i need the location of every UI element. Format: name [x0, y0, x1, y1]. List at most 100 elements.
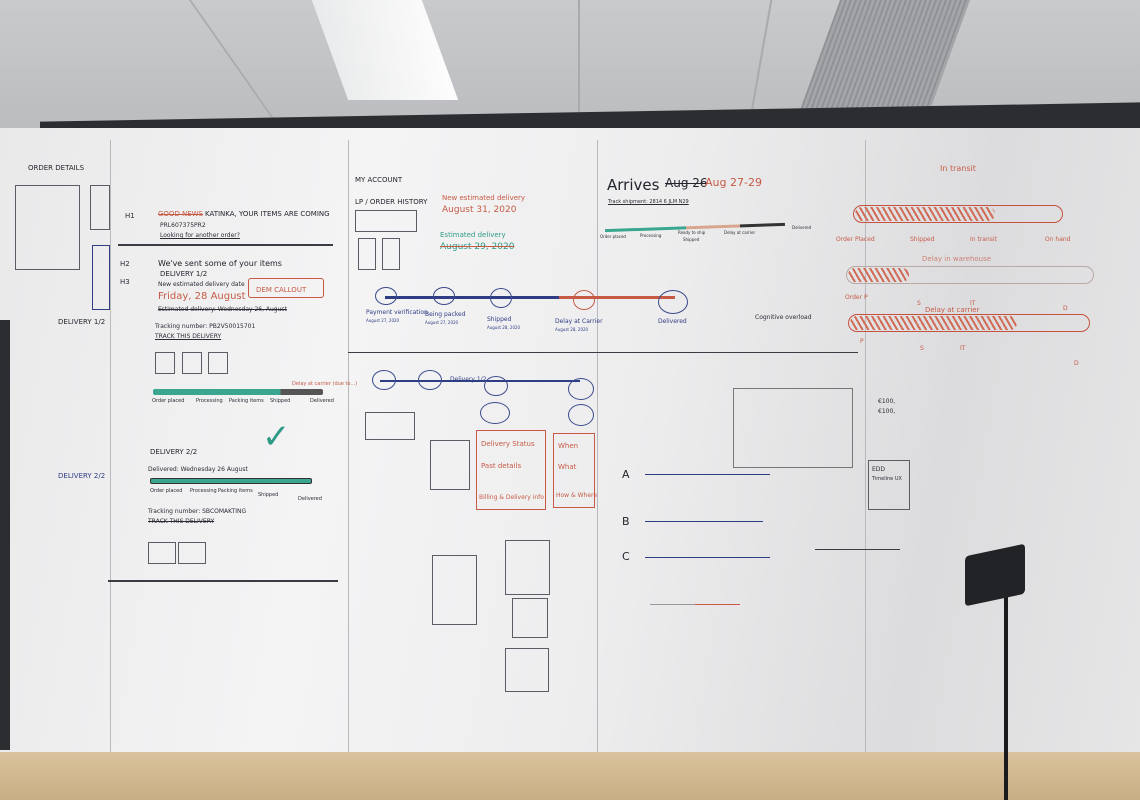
bar-label: D [1074, 360, 1079, 367]
flow-delivery-label: Delivery 1/2 [450, 376, 487, 383]
callout: DEM CALLOUT [256, 286, 307, 294]
menu-item: Delivery Status [481, 440, 535, 448]
wireframe-sketch [432, 555, 477, 625]
bar-label: Order Placed [836, 236, 875, 243]
wireframe-sketch [365, 412, 415, 440]
arrives-old-date: Aug 26 [665, 176, 708, 190]
arrives-label: Arrives [607, 176, 660, 194]
wireframe-sketch [355, 210, 417, 232]
step-label: Processing [640, 233, 662, 238]
h1-strike: GOOD NEWS [158, 210, 204, 218]
delivery-2-heading: DELIVERY 2/2 [150, 448, 198, 456]
question-item: What [558, 463, 577, 471]
status-bar-3-fill [850, 316, 1017, 330]
delivery-2-label: DELIVERY 2/2 [58, 472, 106, 480]
tracking-number-1: Tracking number: PB2V50015701 [155, 323, 256, 330]
new-date-label: New estimated delivery date [158, 281, 245, 288]
h3-label: H3 [120, 278, 130, 286]
step-label: Packing items [229, 398, 264, 404]
est-delivery-date: August 29, 2020 [440, 242, 515, 252]
step-label: Order placed [600, 234, 626, 239]
option-line [645, 557, 770, 558]
flow-node [568, 378, 594, 400]
wireframe-sketch [90, 185, 110, 230]
sketch-line [815, 549, 900, 550]
wireframe-sketch [92, 245, 110, 310]
wireframe-sketch [505, 648, 549, 692]
divider [108, 580, 338, 582]
flow-line [380, 380, 580, 382]
camera-stand [1004, 570, 1008, 800]
item-thumbnail [208, 352, 228, 374]
questions-sketch [553, 433, 595, 508]
h2-label: H2 [120, 260, 130, 268]
table-surface [0, 752, 1140, 800]
question-item: How & Where [556, 492, 598, 499]
timeline-node [490, 288, 512, 308]
divider [348, 352, 858, 353]
another-order-link: Looking for another order? [160, 232, 240, 239]
wireframe-sketch [358, 238, 376, 270]
bar-label: Order P [845, 294, 868, 301]
timeline-label: Being packed [425, 311, 466, 318]
board-seam [865, 140, 866, 760]
step-label: Order placed [152, 398, 185, 404]
order-details-title: ORDER DETAILS [28, 164, 85, 172]
timeline-node [658, 290, 688, 314]
wireframe-sketch [15, 185, 80, 270]
wireframe-sketch [382, 238, 400, 270]
price: €100, [878, 398, 896, 405]
bar-label: P [860, 338, 864, 345]
arrives-new-date: Aug 27-29 [705, 176, 762, 189]
bar-label: On hand [1045, 236, 1071, 243]
my-account-title: MY ACCOUNT [355, 176, 403, 184]
option-label-a: A [622, 468, 630, 481]
timeline-label: Delay at Carrier [555, 318, 603, 325]
flow-node [568, 404, 594, 426]
item-thumbnail [148, 542, 176, 564]
flow-node [480, 402, 510, 424]
edd-sketch [868, 460, 910, 510]
track-link-2: TRACK THIS DELIVERY [148, 518, 215, 525]
bar-label: S [920, 345, 924, 352]
menu-item: Billing & Delivery info [479, 494, 544, 501]
h2-text: We've sent some of your items [158, 259, 282, 268]
timeline-node [433, 287, 455, 305]
bar2-title: Delay in warehouse [922, 255, 992, 263]
bar3-title: Delay at carrier [925, 306, 980, 314]
step-label: Delay at carrier [724, 230, 756, 235]
question-item: When [558, 442, 579, 450]
step-label: Delivered [792, 225, 812, 230]
status-bar-1 [853, 205, 1063, 223]
step-label: Delivered [298, 496, 322, 502]
status-bar-2-fill [848, 268, 909, 282]
option-label-c: C [622, 550, 630, 563]
flow-node [372, 370, 396, 390]
status-bar-3 [848, 314, 1090, 332]
step-label: Shipped [683, 237, 700, 242]
divider [118, 244, 333, 246]
step-label: Processing [196, 398, 223, 404]
timeline-date: August 28, 2020 [555, 327, 589, 332]
new-delivery-label: New estimated delivery [442, 194, 526, 202]
bar-label: Shipped [910, 236, 935, 243]
option-line [650, 604, 740, 605]
bar-label: IT [960, 345, 966, 352]
item-thumbnail [182, 352, 202, 374]
bar-label: IT [970, 300, 976, 307]
new-delivery-date: August 31, 2020 [442, 205, 517, 215]
bar-label: In transit [970, 236, 997, 243]
option-line [645, 521, 763, 522]
track-link-1: TRACK THIS DELIVERY [155, 333, 222, 340]
board-seam [348, 140, 349, 760]
item-thumbnail [155, 352, 175, 374]
whiteboard [0, 128, 1140, 768]
timeline-date: August 28, 2020 [487, 325, 521, 330]
timeline-label: Shipped [487, 316, 512, 323]
bar-label: S [917, 300, 921, 307]
step-label: Processing [190, 488, 217, 494]
wireframe-sketch [512, 598, 548, 638]
checkmark-icon: ✓ [262, 417, 291, 457]
timeline-label: Delivered [658, 318, 687, 325]
board-seam [597, 140, 598, 760]
